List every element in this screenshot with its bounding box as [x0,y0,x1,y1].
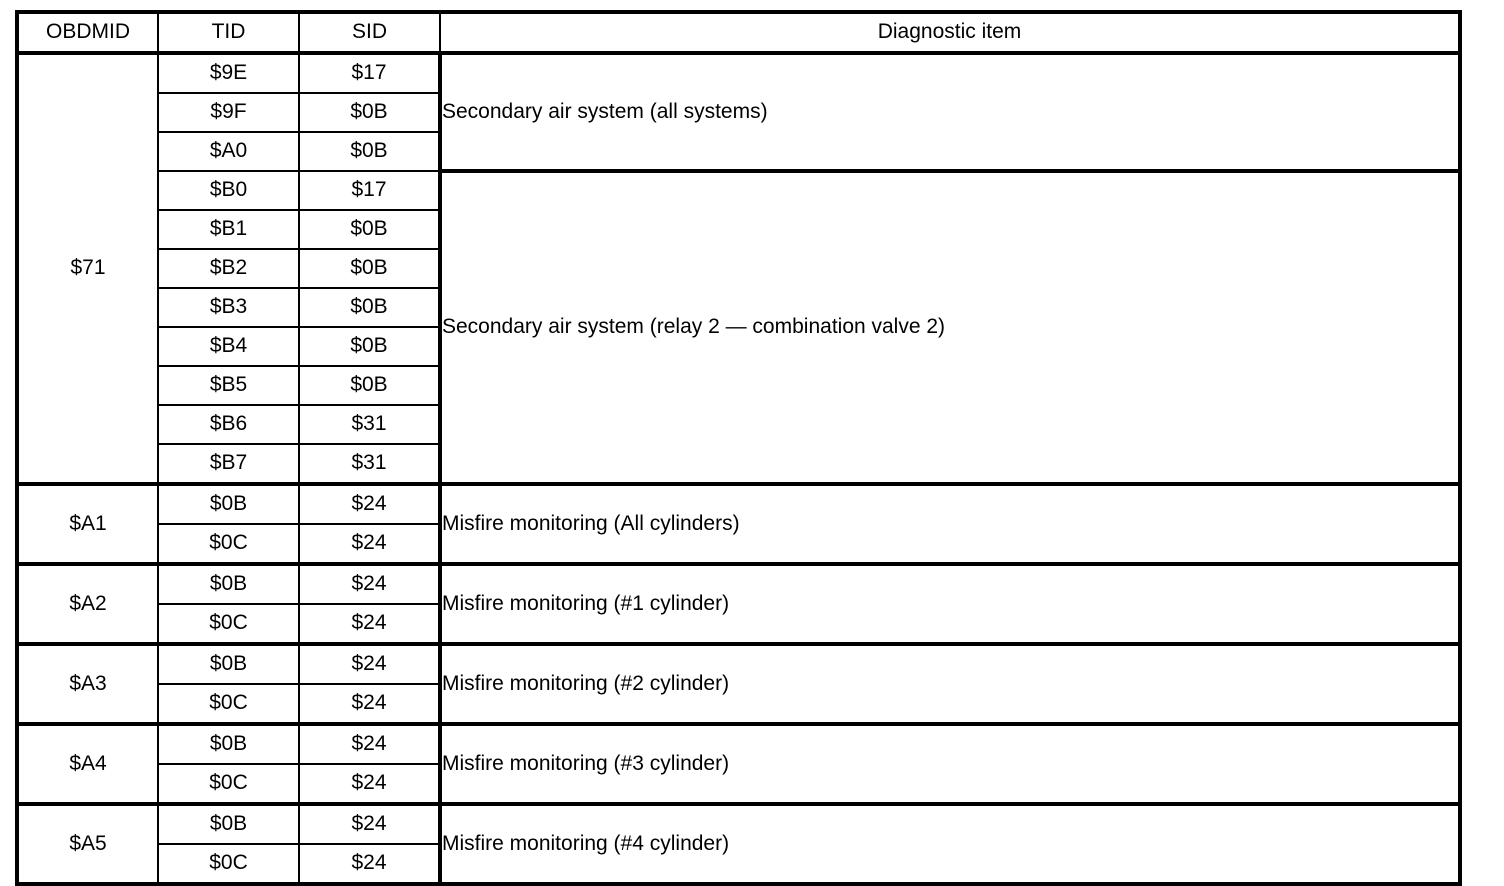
cell-tid: $B7 [157,443,300,485]
table-row: $9F$0B [17,92,1460,133]
cell-tid: $0B [157,562,300,605]
cell-tid: $0C [157,763,300,805]
cell-tid: $9E [157,52,300,94]
cell-tid: $0B [157,642,300,685]
cell-sid: $24 [298,562,441,605]
cell-sid: $24 [298,603,441,645]
cell-tid: $B2 [157,248,300,289]
cell-tid: $0B [157,722,300,765]
cell-sid: $17 [298,52,441,94]
column-header-tid: TID [157,11,300,55]
cell-obdmid: $A1 [16,482,159,565]
table-row: $0C$24 [17,763,1460,805]
cell-tid: $9F [157,92,300,133]
cell-diagnostic-item: Misfire monitoring (#4 cylinder) [438,802,1461,885]
table-row: $B2$0B [17,248,1460,289]
obd-diagnostic-table: OBDMID TID SID Diagnostic item $71$9E$17… [15,10,1462,886]
cell-tid: $0B [157,482,300,525]
cell-diagnostic-item: Secondary air system (all systems) [438,52,1461,172]
table-row: $0C$24 [17,603,1460,645]
cell-tid: $B5 [157,365,300,406]
cell-tid: $B6 [157,404,300,445]
table-row: $B1$0B [17,209,1460,250]
cell-diagnostic-item: Misfire monitoring (#1 cylinder) [438,562,1461,645]
cell-sid: $0B [298,131,441,172]
cell-tid: $0C [157,843,300,885]
cell-diagnostic-item: Misfire monitoring (#3 cylinder) [438,722,1461,805]
table-row: $0C$24 [17,683,1460,725]
cell-tid: $B0 [157,170,300,211]
cell-sid: $31 [298,404,441,445]
cell-sid: $24 [298,523,441,565]
cell-obdmid: $A4 [16,722,159,805]
cell-sid: $24 [298,683,441,725]
cell-tid: $B1 [157,209,300,250]
table-row: $A0$0B [17,131,1460,172]
cell-sid: $0B [298,248,441,289]
cell-sid: $0B [298,326,441,367]
cell-tid: $0C [157,683,300,725]
cell-sid: $0B [298,365,441,406]
table-row: $B3$0B [17,287,1460,328]
cell-sid: $17 [298,170,441,211]
cell-obdmid: $A5 [16,802,159,885]
cell-diagnostic-item: Secondary air system (relay 2 — combinat… [438,169,1461,485]
cell-diagnostic-item: Misfire monitoring (All cylinders) [438,482,1461,565]
table-row: $B5$0B [17,365,1460,406]
cell-sid: $31 [298,443,441,485]
table-header: OBDMID TID SID Diagnostic item [16,11,1461,55]
cell-sid: $0B [298,92,441,133]
cell-tid: $A0 [157,131,300,172]
cell-obdmid: $A2 [16,562,159,645]
cell-sid: $0B [298,287,441,328]
cell-sid: $0B [298,209,441,250]
table-row: $B6$31 [17,404,1460,445]
column-header-obdmid: OBDMID [16,11,159,55]
column-header-diagnostic-item: Diagnostic item [439,11,1461,55]
cell-sid: $24 [298,802,441,845]
table-row: $B7$31 [17,443,1460,485]
cell-sid: $24 [298,722,441,765]
cell-obdmid: $A3 [16,642,159,725]
cell-obdmid: $71 [16,52,159,485]
cell-sid: $24 [298,642,441,685]
cell-tid: $0C [157,603,300,645]
table-header-row: OBDMID TID SID Diagnostic item [16,11,1461,55]
cell-sid: $24 [298,482,441,525]
cell-tid: $0C [157,523,300,565]
cell-tid: $0B [157,802,300,845]
column-header-sid: SID [298,11,441,55]
cell-tid: $B3 [157,287,300,328]
cell-sid: $24 [298,763,441,805]
cell-diagnostic-item: Misfire monitoring (#2 cylinder) [438,642,1461,725]
cell-sid: $24 [298,843,441,885]
table-row: $0C$24 [17,523,1460,565]
cell-tid: $B4 [157,326,300,367]
table-row: $B4$0B [17,326,1460,367]
diagnostic-table-container: OBDMID TID SID Diagnostic item $71$9E$17… [15,10,1462,886]
